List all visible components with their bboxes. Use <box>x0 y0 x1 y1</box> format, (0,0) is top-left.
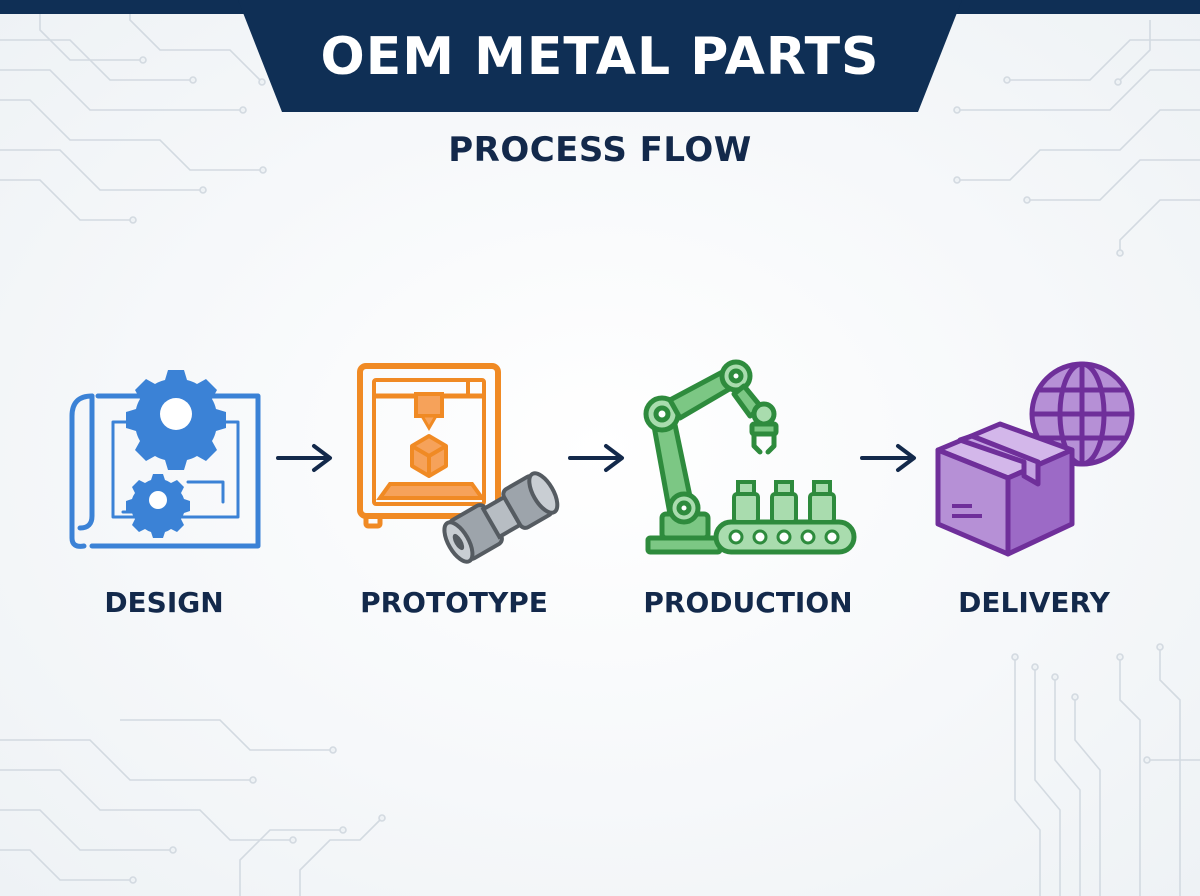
arrow-right-icon <box>860 444 916 472</box>
title-banner <box>238 0 962 112</box>
page-subtitle: PROCESS FLOW <box>448 130 752 170</box>
page-title: OEM METAL PARTS <box>320 27 880 87</box>
stage-label-production: PRODUCTION <box>643 586 853 619</box>
robot-arm-conveyor-icon <box>643 359 857 555</box>
stage-label-design: DESIGN <box>104 586 224 619</box>
arrow-right-icon <box>276 444 332 472</box>
stage-label-delivery: DELIVERY <box>958 586 1110 619</box>
stage-label-prototype: PROTOTYPE <box>360 586 548 619</box>
box-globe-icon <box>935 361 1135 557</box>
arrow-right-icon <box>568 444 624 472</box>
3d-printer-icon <box>357 363 560 564</box>
blueprint-gears-icon <box>69 370 261 549</box>
